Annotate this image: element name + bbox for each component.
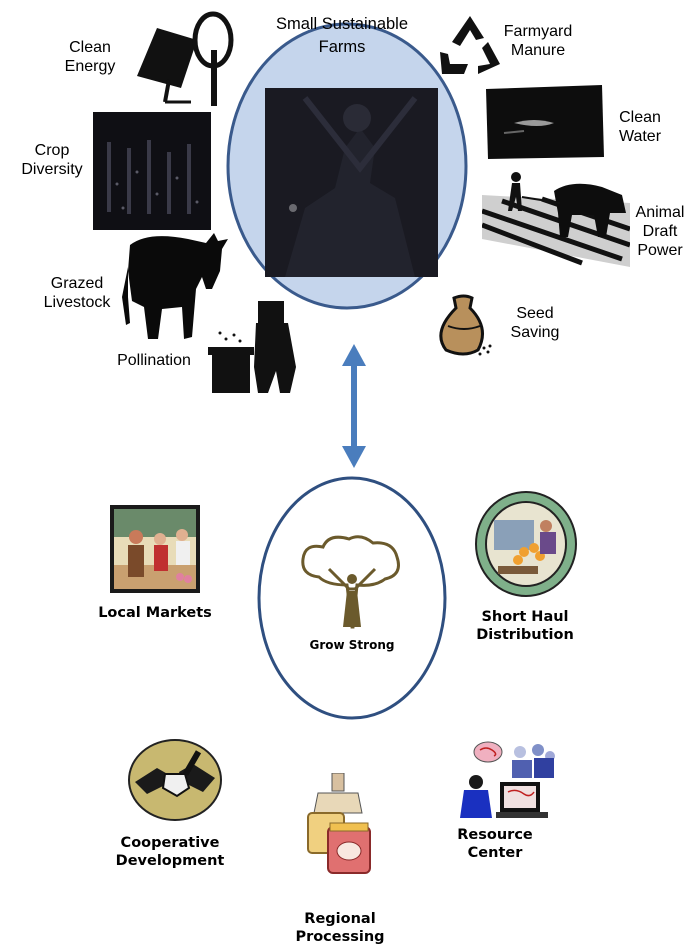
crop-diversity-line2: Diversity <box>21 161 83 178</box>
clean-water-line2: Water <box>618 128 662 145</box>
local-markets-label: Local Markets <box>80 604 230 622</box>
bull-icon <box>118 227 228 347</box>
short-haul-line1: Short Haul <box>481 609 569 625</box>
distribution-icon <box>474 490 578 598</box>
farmyard-manure-line2: Manure <box>510 42 566 59</box>
farmyard-manure-label: Farmyard Manure <box>500 22 576 60</box>
preserves-jar-icon <box>304 773 376 877</box>
animal-draft-power-line1: Animal <box>635 204 685 221</box>
regional-processing-line2: Processing <box>295 929 385 945</box>
water-icon <box>484 83 605 161</box>
farmer-photo-icon <box>265 88 438 277</box>
grazed-livestock-label: Grazed Livestock <box>36 274 118 312</box>
crop-field-icon <box>93 112 211 230</box>
grazed-livestock-line2: Livestock <box>43 294 111 311</box>
local-markets-text: Local Markets <box>98 605 212 621</box>
clean-energy-line2: Energy <box>64 58 116 75</box>
resource-center-line1: Resource <box>457 827 533 843</box>
cooperative-development-label: Cooperative Development <box>95 834 245 870</box>
animal-draft-power-line2: Draft <box>642 223 678 240</box>
computer-user-icon <box>458 738 558 822</box>
animal-draft-power-label: Animal Draft Power <box>630 203 690 260</box>
beekeeper-icon <box>196 297 302 395</box>
clean-water-label: Clean Water <box>610 108 670 146</box>
seed-saving-line1: Seed <box>516 305 554 322</box>
regional-processing-label: Regional Processing <box>270 910 410 946</box>
resource-center-label: Resource Center <box>440 826 550 862</box>
pollination-label: Pollination <box>104 351 204 370</box>
seed-bag-icon <box>434 292 494 358</box>
animal-draft-power-line3: Power <box>637 242 683 259</box>
cooperative-line2: Development <box>115 853 225 869</box>
handshake-icon <box>127 738 223 822</box>
seed-saving-line2: Saving <box>510 324 560 341</box>
clean-energy-label: Clean Energy <box>55 38 125 76</box>
farms-title-line1: Small Sustainable <box>275 15 409 33</box>
grow-strong-label: Grow Strong <box>290 638 414 652</box>
double-arrow-connector <box>342 344 366 468</box>
tree-person-icon <box>297 535 407 631</box>
recycle-icon <box>438 12 502 78</box>
resource-center-line2: Center <box>467 845 523 861</box>
grow-strong-text: Grow Strong <box>309 638 395 652</box>
solar-panel-wind-turbine-icon <box>135 10 235 108</box>
farms-title-line2: Farms <box>318 38 366 56</box>
clean-energy-line1: Clean <box>69 39 111 56</box>
cooperative-line1: Cooperative <box>120 835 220 851</box>
crop-diversity-label: Crop Diversity <box>12 141 92 179</box>
market-icon <box>110 505 200 593</box>
clean-water-line1: Clean <box>619 109 661 126</box>
farms-title: Small Sustainable Farms <box>248 13 436 59</box>
pollination-text: Pollination <box>117 352 191 369</box>
crop-diversity-line1: Crop <box>34 142 70 159</box>
grazed-livestock-line1: Grazed <box>50 275 104 292</box>
ox-plough-icon <box>482 167 630 267</box>
short-haul-distribution-label: Short Haul Distribution <box>455 608 595 644</box>
short-haul-line2: Distribution <box>476 627 574 643</box>
seed-saving-label: Seed Saving <box>505 304 565 342</box>
farmyard-manure-line1: Farmyard <box>503 23 573 40</box>
regional-processing-line1: Regional <box>304 911 376 927</box>
